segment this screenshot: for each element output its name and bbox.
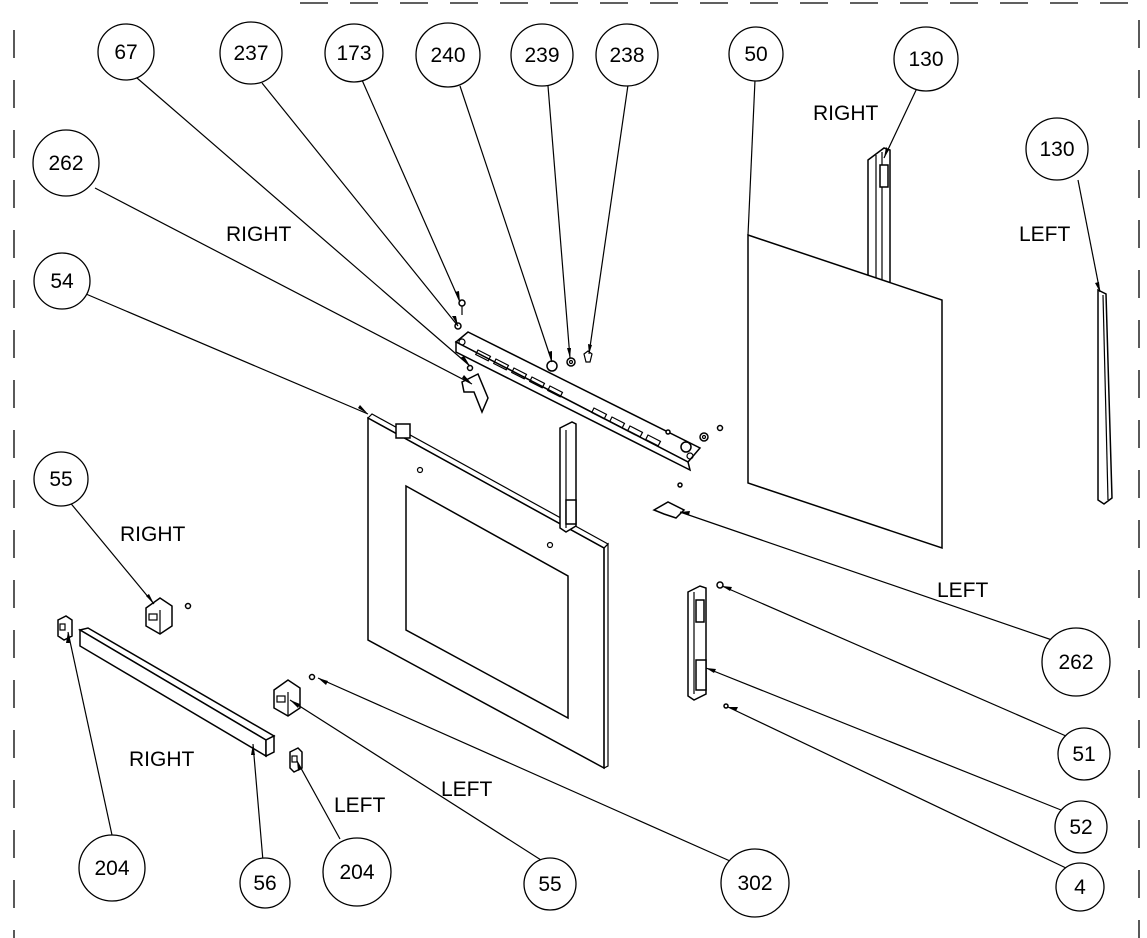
callout-52: 52 bbox=[1054, 800, 1108, 854]
callout-262-top: 262 bbox=[32, 129, 100, 197]
label-right-130: RIGHT bbox=[813, 102, 879, 125]
callout-50: 50 bbox=[728, 26, 784, 82]
callout-56: 56 bbox=[239, 857, 291, 909]
label-right-55: RIGHT bbox=[120, 523, 186, 546]
svg-text:56: 56 bbox=[253, 872, 276, 895]
callout-130-left: 130 bbox=[1025, 117, 1089, 181]
part-262-bracket-left bbox=[652, 501, 686, 519]
label-left-204: LEFT bbox=[334, 794, 386, 817]
part-55-right-endcap bbox=[145, 597, 192, 635]
svg-text:51: 51 bbox=[1072, 743, 1095, 766]
svg-text:204: 204 bbox=[94, 857, 129, 880]
callout-4: 4 bbox=[1055, 862, 1105, 912]
part-56-handle-bar bbox=[78, 627, 276, 758]
callout-55-top: 55 bbox=[33, 451, 89, 507]
label-left-55: LEFT bbox=[441, 778, 493, 801]
svg-text:52: 52 bbox=[1069, 816, 1092, 839]
callout-67: 67 bbox=[97, 23, 155, 81]
callout-240: 240 bbox=[415, 22, 481, 88]
svg-text:67: 67 bbox=[114, 41, 137, 64]
part-204-clip-left bbox=[57, 615, 73, 641]
svg-text:4: 4 bbox=[1074, 876, 1086, 899]
svg-text:204: 204 bbox=[339, 861, 374, 884]
svg-text:302: 302 bbox=[737, 872, 772, 895]
callout-239: 239 bbox=[510, 23, 574, 87]
part-54-door-panel bbox=[367, 413, 609, 770]
label-left-262: LEFT bbox=[937, 579, 989, 602]
svg-text:50: 50 bbox=[744, 43, 767, 66]
svg-text:130: 130 bbox=[908, 48, 943, 71]
hardware-small bbox=[454, 299, 724, 488]
callout-130-right: 130 bbox=[893, 26, 959, 92]
callout-204-mid: 204 bbox=[322, 837, 392, 907]
part-hinge-center bbox=[559, 421, 577, 533]
svg-text:238: 238 bbox=[609, 44, 644, 67]
callout-238: 238 bbox=[595, 23, 659, 87]
svg-text:55: 55 bbox=[538, 873, 561, 896]
callout-302: 302 bbox=[720, 848, 790, 918]
leader-lines bbox=[67, 77, 1101, 869]
label-left-130: LEFT bbox=[1019, 223, 1071, 246]
svg-text:54: 54 bbox=[50, 270, 74, 293]
svg-text:262: 262 bbox=[48, 152, 83, 175]
part-262-bracket-right bbox=[461, 372, 489, 414]
svg-text:173: 173 bbox=[336, 42, 371, 65]
svg-text:130: 130 bbox=[1039, 138, 1074, 161]
part-hinge-right bbox=[687, 581, 729, 709]
svg-text:55: 55 bbox=[49, 468, 72, 491]
dashed-frame bbox=[13, 2, 1147, 938]
bar-slots bbox=[474, 349, 662, 447]
callout-237: 237 bbox=[219, 21, 283, 85]
part-hinge-bar bbox=[454, 331, 702, 472]
arrowheads bbox=[66, 147, 1100, 771]
part-55-left-endcap bbox=[273, 673, 316, 717]
callout-55-bottom: 55 bbox=[523, 857, 577, 911]
part-130-left-rail bbox=[1097, 288, 1113, 505]
callout-51: 51 bbox=[1057, 727, 1111, 781]
part-50-glass-panel bbox=[747, 233, 943, 550]
label-right-56: RIGHT bbox=[129, 748, 195, 771]
callout-262-right: 262 bbox=[1041, 627, 1111, 697]
svg-text:237: 237 bbox=[233, 42, 268, 65]
svg-text:239: 239 bbox=[524, 44, 559, 67]
callout-54: 54 bbox=[33, 252, 91, 310]
svg-text:240: 240 bbox=[430, 44, 465, 67]
svg-text:262: 262 bbox=[1058, 651, 1093, 674]
callout-173: 173 bbox=[324, 23, 384, 83]
label-right-262: RIGHT bbox=[226, 223, 292, 246]
callout-204-left: 204 bbox=[78, 834, 146, 902]
